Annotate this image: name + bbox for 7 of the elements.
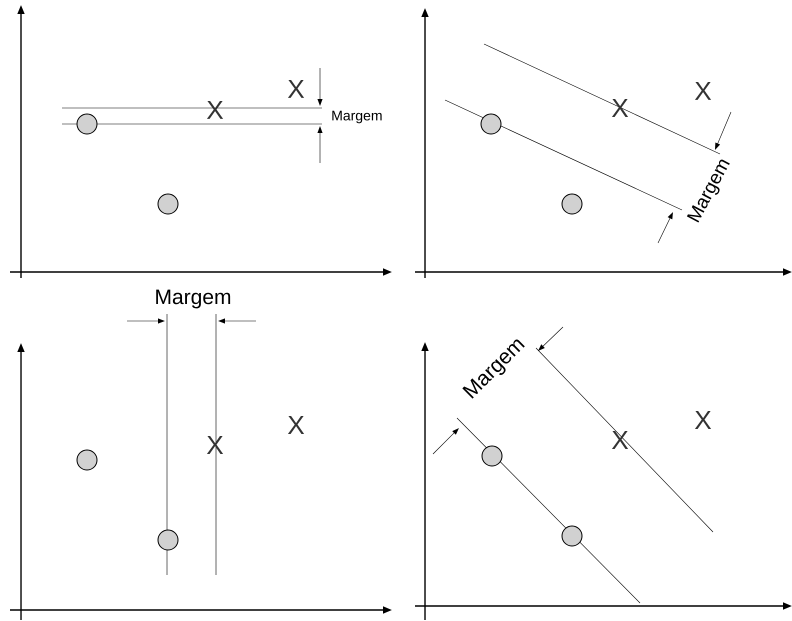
x-marker: X xyxy=(694,82,712,100)
x-marker: X xyxy=(288,80,304,98)
margin-label: Margem xyxy=(156,290,230,308)
x-marker: X xyxy=(288,416,304,434)
margin-label: Margem xyxy=(332,110,382,124)
x-marker: X xyxy=(612,431,628,449)
x-marker: X xyxy=(694,411,712,429)
